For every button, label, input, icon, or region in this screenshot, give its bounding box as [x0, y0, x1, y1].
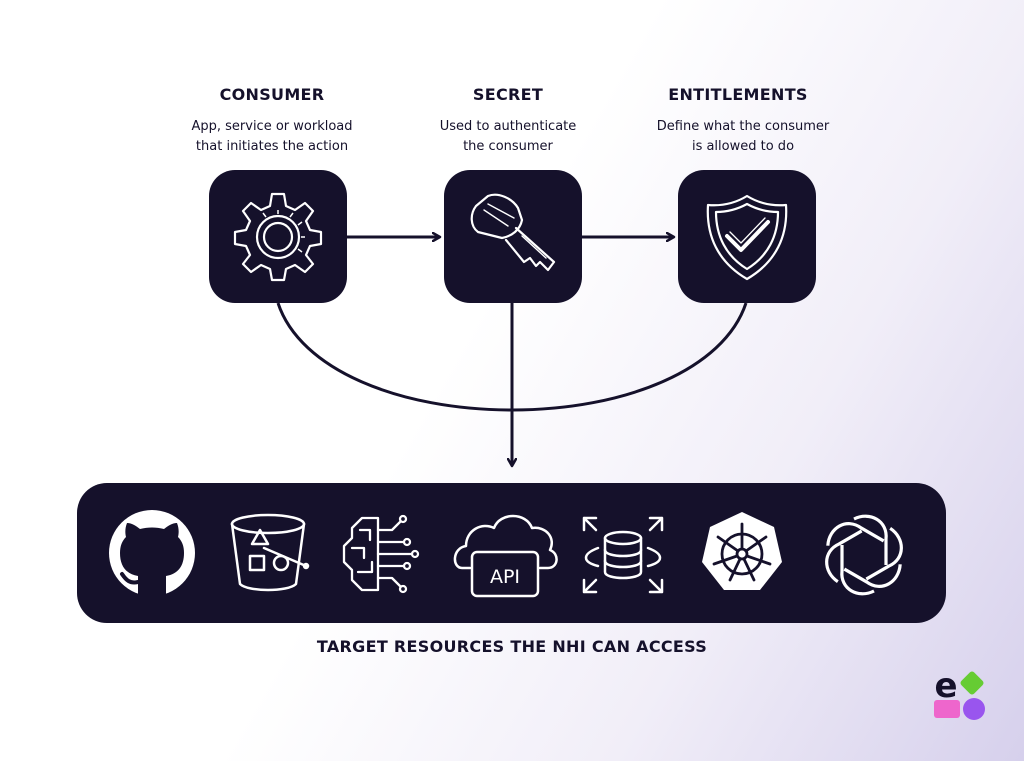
- resources-label: TARGET RESOURCES THE NHI CAN ACCESS: [316, 637, 708, 656]
- github-icon: [109, 510, 195, 596]
- entitlements-box: [678, 170, 816, 303]
- connector-lines: [276, 237, 748, 466]
- entitlements-description: Define what the consumer is allowed to d…: [656, 119, 830, 154]
- secret-heading: SECRET: [472, 85, 544, 104]
- entitlements-heading: ENTITLEMENTS: [668, 85, 808, 104]
- openai-icon: [825, 514, 903, 596]
- resources-bar: API: [77, 483, 946, 623]
- cloud-api-icon: [453, 514, 558, 598]
- secret-description: Used to authenticate the consumer: [439, 119, 577, 154]
- consumer-heading: CONSUMER: [219, 85, 325, 104]
- shield-check-icon: [706, 194, 788, 281]
- secret-box: [444, 170, 582, 303]
- ai-brain-icon: [342, 514, 420, 594]
- kubernetes-icon: [702, 512, 782, 590]
- gear-icon: [233, 192, 323, 282]
- brand-letter: e: [934, 666, 957, 706]
- consumer-description: App, service or workload that initiates …: [191, 119, 353, 154]
- storage-bucket-icon: [230, 513, 310, 592]
- consumer-box: [209, 170, 347, 303]
- database-scale-icon: [582, 516, 664, 594]
- api-label: API: [490, 566, 520, 588]
- key-icon: [470, 193, 556, 272]
- brand-logo: e: [934, 666, 985, 720]
